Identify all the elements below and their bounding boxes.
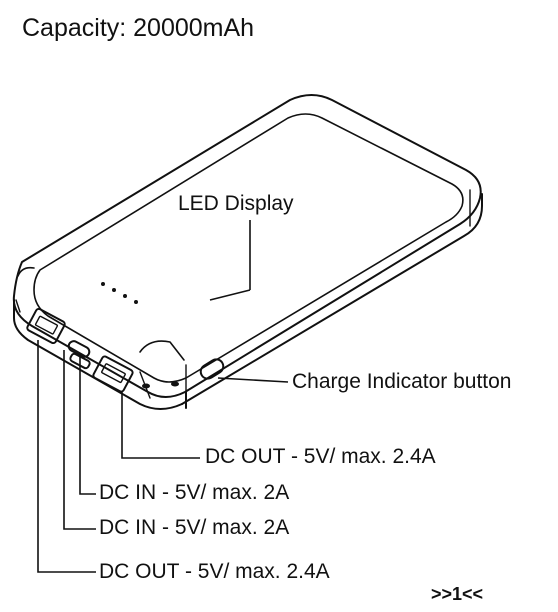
usb-right-label: DC OUT - 5V/ max. 2.4A bbox=[205, 445, 436, 468]
usb-port-right bbox=[92, 355, 134, 393]
micro-usb-label: DC IN - 5V/ max. 2A bbox=[99, 516, 290, 539]
charge-indicator-button-label: Charge Indicator button bbox=[292, 370, 512, 393]
leader-usb-right bbox=[121, 392, 200, 459]
usbc-label: DC IN - 5V/ max. 2A bbox=[99, 481, 290, 504]
power-bank-top-panel bbox=[33, 113, 464, 383]
led-display-label: LED Display bbox=[178, 192, 294, 215]
leader-led-display bbox=[209, 220, 251, 301]
power-bank-top-outline bbox=[12, 94, 482, 398]
usb-port-left bbox=[26, 307, 66, 345]
micro-usb-port bbox=[69, 352, 91, 370]
power-bank-side bbox=[181, 193, 483, 405]
charge-indicator-button bbox=[199, 358, 225, 380]
page-number: >>1<< bbox=[431, 584, 484, 604]
capacity-title: Capacity: 20000mAh bbox=[22, 14, 255, 42]
leader-usbc bbox=[79, 356, 96, 495]
leader-usb-left bbox=[37, 340, 96, 573]
usbc-port bbox=[67, 340, 91, 358]
usb-left-label: DC OUT - 5V/ max. 2.4A bbox=[99, 560, 330, 583]
power-bank-front-bottom bbox=[13, 299, 183, 410]
led-indicator-dots bbox=[101, 282, 138, 304]
leader-micro bbox=[63, 350, 96, 530]
leader-charge-button bbox=[217, 377, 289, 383]
